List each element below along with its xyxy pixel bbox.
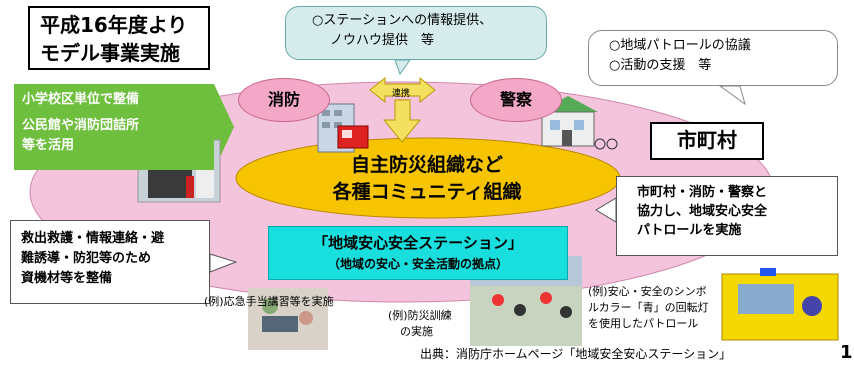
joint-patrol-line-3: パトロールを実施 bbox=[637, 223, 742, 238]
equipment-line-1: 救出救護・情報連絡・避 bbox=[21, 231, 165, 246]
school-line-2: 公民館や消防団詰所 bbox=[22, 118, 140, 133]
patrol-callout-line-2: ○活動の支援 等 bbox=[609, 58, 712, 73]
police-label: 警察 bbox=[470, 78, 562, 122]
link-label: 連携 bbox=[392, 89, 411, 99]
info-callout-tail bbox=[394, 59, 411, 76]
patrol-example-line-2: ルカラー「青」の回転灯 bbox=[588, 301, 709, 314]
police-station-icon bbox=[538, 96, 618, 150]
patrol-example: (例)安心・安全のシンボ ルカラー「青」の回転灯 を使用したパトロール bbox=[588, 284, 709, 332]
equipment-line-3: 資機材等を整備 bbox=[21, 271, 113, 286]
community-organizations: 自主防災組織など 各種コミュニティ組織 bbox=[282, 152, 572, 206]
title-line-1: 平成16年度より bbox=[40, 13, 188, 37]
center-line-2: 各種コミュニティ組織 bbox=[332, 181, 522, 203]
school-district-box: 小学校区単位で整備 公民館や消防団詰所 等を活用 bbox=[14, 84, 214, 170]
joint-patrol-callout: 市町村・消防・警察と 協力し、地域安心安全 パトロールを実施 bbox=[616, 176, 838, 256]
title-line-2: モデル事業実施 bbox=[40, 41, 180, 65]
fire-station-icon bbox=[317, 103, 369, 153]
equipment-callout: 救出救護・情報連絡・避 難誘導・防犯等のため 資機材等を整備 bbox=[10, 220, 210, 304]
center-line-1: 自主防災組織など bbox=[350, 154, 503, 176]
page-number: 1 bbox=[840, 342, 853, 363]
patrol-example-line-3: を使用したパトロール bbox=[588, 317, 699, 330]
info-callout-line-1: ○ステーションへの情報提供、 bbox=[312, 13, 493, 28]
drill-example: (例)防災訓練 の実施 bbox=[388, 308, 452, 340]
patrol-callout: ○地域パトロールの協議 ○活動の支援 等 bbox=[588, 30, 838, 86]
school-line-3: 等を活用 bbox=[22, 138, 75, 153]
info-callout-line-2: ノウハウ提供 等 bbox=[330, 33, 435, 48]
drill-line-2: の実施 bbox=[400, 325, 433, 338]
patrol-callout-tail bbox=[718, 85, 746, 106]
school-line-1: 小学校区単位で整備 bbox=[22, 92, 140, 107]
city-label: 市町村 bbox=[650, 122, 764, 160]
link-arrow bbox=[369, 76, 436, 143]
joint-patrol-line-1: 市町村・消防・警察と bbox=[637, 185, 768, 200]
first-aid-photo bbox=[248, 288, 328, 350]
station-name: 「地域安心安全ステーション」 bbox=[313, 234, 523, 252]
joint-patrol-line-2: 協力し、地域安心安全 bbox=[637, 204, 768, 219]
source-credit: 出典：消防庁ホームページ「地域安全安心ステーション」 bbox=[420, 347, 732, 361]
equipment-line-2: 難誘導・防犯等のため bbox=[21, 251, 152, 266]
station-box: 「地域安心安全ステーション」 （地域の安心・安全活動の拠点） bbox=[268, 226, 568, 280]
patrol-callout-line-1: ○地域パトロールの協議 bbox=[609, 38, 751, 53]
drill-line-1: (例)防災訓練 bbox=[388, 309, 452, 322]
station-subtitle: （地域の安心・安全活動の拠点） bbox=[327, 257, 508, 271]
first-aid-example: (例)応急手当講習等を実施 bbox=[204, 295, 334, 308]
fire-department-label: 消防 bbox=[238, 78, 330, 122]
title-box: 平成16年度より モデル事業実施 bbox=[28, 6, 210, 70]
info-callout: ○ステーションへの情報提供、 ノウハウ提供 等 bbox=[285, 6, 547, 60]
left-callout-tail bbox=[209, 253, 238, 273]
patrol-example-line-1: (例)安心・安全のシンボ bbox=[588, 285, 707, 298]
patrol-car-photo bbox=[721, 268, 839, 341]
